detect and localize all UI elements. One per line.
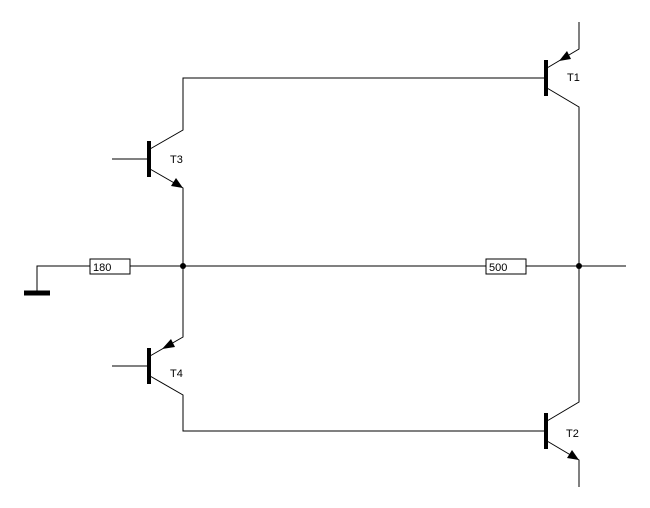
- t2-label: T2: [566, 428, 579, 440]
- resistor-500: 500: [485, 258, 527, 275]
- transistor-t3: T3: [112, 77, 546, 266]
- t2-emitter-arrow: [567, 450, 579, 460]
- t1-label: T1: [567, 72, 580, 84]
- transistor-t4: T4: [112, 266, 546, 432]
- resistor-500-label: 500: [489, 262, 507, 274]
- transistor-t1: T1: [544, 22, 580, 266]
- ground-icon: [24, 265, 90, 296]
- t4-label: T4: [170, 368, 183, 380]
- resistor-180: 180: [89, 258, 131, 275]
- t4-emitter-arrow: [162, 339, 175, 349]
- t1-emitter-arrow: [559, 51, 571, 61]
- t3-emitter-arrow: [171, 178, 183, 188]
- transistor-t2: T2: [544, 266, 580, 487]
- resistor-180-label: 180: [93, 262, 111, 274]
- t3-label: T3: [170, 154, 183, 166]
